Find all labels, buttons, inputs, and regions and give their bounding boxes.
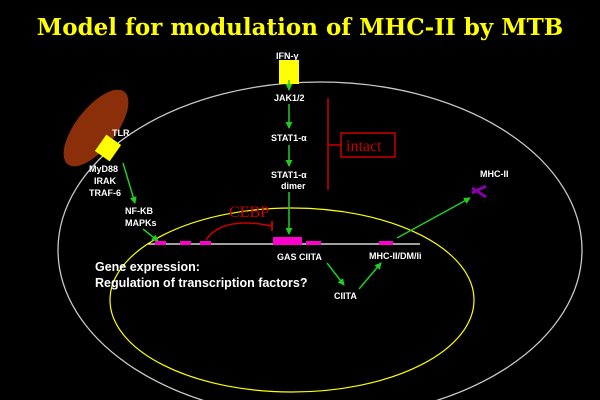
stat1-dimer-label-2: dimer	[281, 181, 306, 191]
tlr-label: TLR	[112, 128, 130, 138]
tlr-receptor	[94, 134, 122, 162]
nfkb-label: NF-KB	[125, 206, 153, 216]
stat1a-label: STAT1-α	[271, 133, 307, 143]
arrow-gas-ciita	[326, 262, 345, 286]
myd88-label: MyD88	[89, 164, 118, 174]
cebp-label: CEBP	[229, 204, 269, 221]
mapks-label: MAPKs	[125, 218, 157, 228]
promoter-element	[200, 241, 211, 245]
mtb-bacterium	[63, 89, 129, 167]
ciita-gene	[306, 241, 321, 245]
nucleus	[109, 207, 475, 393]
irak-label: IRAK	[94, 176, 116, 186]
ifn-gamma-label: IFN-γ	[276, 51, 299, 61]
mhcii-label: MHC-II	[480, 169, 509, 179]
transcription-factors-label: Regulation of transcription factors?	[95, 276, 308, 290]
ciita-label: CIITA	[334, 291, 357, 301]
arrow-nfkb-dna	[142, 228, 159, 242]
jak-label: JAK1/2	[274, 93, 305, 103]
gas-element	[273, 237, 302, 245]
arrow-ciita-mhc	[358, 262, 382, 290]
gene-expression-label: Gene expression:	[95, 260, 200, 274]
promoter-element	[155, 241, 166, 245]
mhc-gene	[379, 241, 393, 245]
cell-membrane	[57, 81, 583, 400]
arrow-tlr-nfkb	[122, 162, 137, 204]
traf6-label: TRAF-6	[89, 188, 121, 198]
arrow-mhc-surface	[396, 197, 471, 239]
intact-box	[340, 132, 396, 158]
promoter-element	[180, 241, 191, 245]
intact-label: intact	[346, 138, 382, 155]
mhc-dm-label: MHC-II/DM/Ii	[369, 251, 422, 261]
gas-ciita-label: GAS CIITA	[277, 252, 322, 262]
mhcii-molecule	[471, 184, 487, 199]
cebp-inhibition-arc	[205, 222, 273, 241]
stat1-dimer-label-1: STAT1-α	[271, 170, 307, 180]
diagram-title: Model for modulation of MHC-II by MTB	[36, 14, 564, 41]
ifn-receptor	[279, 60, 299, 84]
